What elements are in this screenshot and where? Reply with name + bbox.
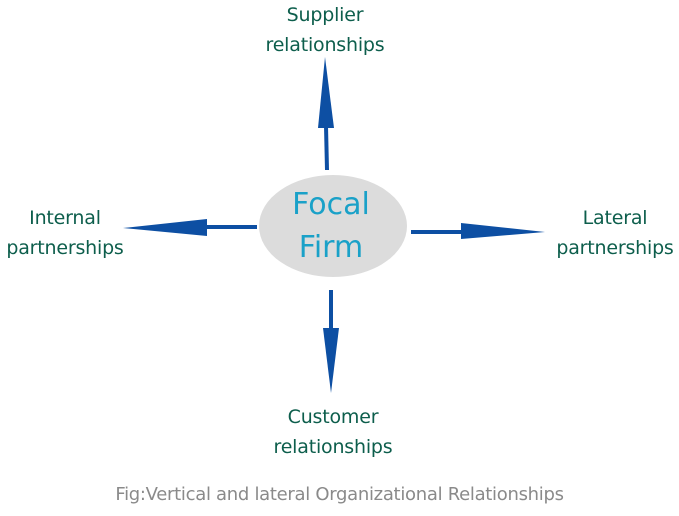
internal-label-line-1: Internal bbox=[29, 207, 101, 229]
arrow-up-head bbox=[318, 57, 334, 128]
arrow-down-customer bbox=[323, 290, 339, 393]
arrow-left-internal bbox=[123, 219, 257, 236]
customer-label-line-2: relationships bbox=[273, 436, 393, 458]
focal-firm-ellipse bbox=[259, 175, 407, 277]
figure-caption: Fig:Vertical and lateral Organizational … bbox=[115, 484, 564, 505]
internal-partnerships-label: Internal partnerships bbox=[0, 203, 130, 263]
customer-label-line-1: Customer bbox=[287, 406, 379, 428]
lateral-label-line-2: partnerships bbox=[556, 237, 674, 259]
lateral-label-line-1: Lateral bbox=[582, 207, 648, 229]
internal-label-line-2: partnerships bbox=[6, 237, 124, 259]
arrow-right-head bbox=[461, 223, 545, 239]
focal-firm-line-2: Firm bbox=[299, 230, 363, 265]
customer-relationships-label: Customer relationships bbox=[258, 402, 408, 462]
arrow-up-shaft bbox=[324, 125, 329, 171]
arrow-down-head bbox=[323, 328, 339, 393]
focal-firm-line-1: Focal bbox=[292, 187, 370, 222]
arrow-left-head bbox=[123, 219, 207, 236]
lateral-partnerships-label: Lateral partnerships bbox=[550, 203, 679, 263]
supplier-label-line-2: relationships bbox=[265, 34, 385, 56]
arrow-up-supplier bbox=[318, 57, 334, 171]
supplier-label-line-1: Supplier bbox=[286, 4, 364, 26]
arrow-right-lateral bbox=[411, 223, 545, 239]
supplier-relationships-label: Supplier relationships bbox=[250, 0, 400, 60]
